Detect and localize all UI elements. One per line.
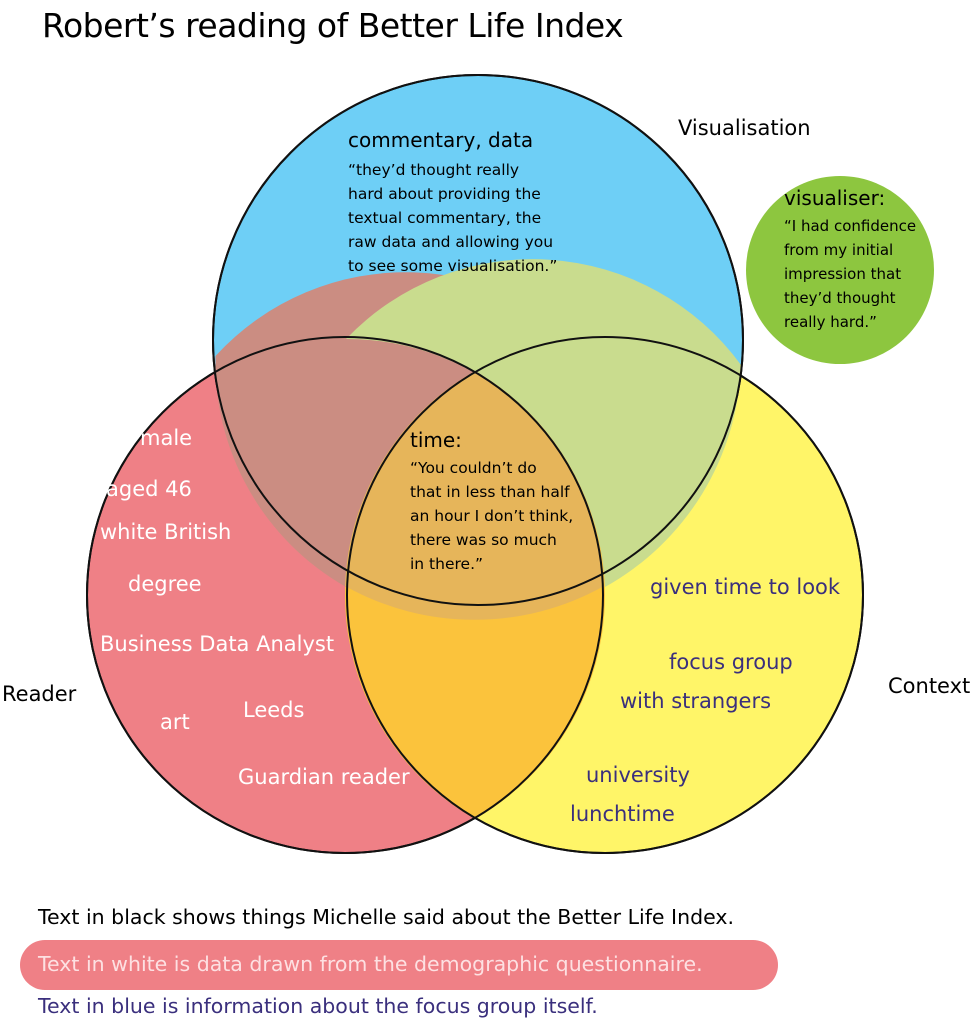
reader-item: Guardian reader (238, 765, 410, 789)
label-reader: Reader (2, 682, 77, 706)
context-item: given time to look (650, 575, 841, 599)
quote-line: hard about providing the (348, 185, 541, 203)
quote-line: impression that (784, 265, 902, 283)
label-context: Context (888, 674, 971, 698)
center-note-heading: time: (410, 428, 462, 452)
quote-line: that in less than half (410, 483, 570, 501)
legend-black: Text in black shows things Michelle said… (38, 905, 735, 929)
context-item: university (586, 763, 690, 787)
reader-item: art (160, 710, 190, 734)
context-item: with strangers (620, 689, 772, 713)
quote-line: “I had confidence (784, 217, 917, 235)
quote-line: “You couldn’t do (410, 459, 537, 477)
label-visualisation: Visualisation (678, 116, 811, 140)
visualisation-note-quote: “they’d thought really hard about provid… (348, 158, 557, 278)
center-note-quote: “You couldn’t do that in less than half … (410, 456, 573, 576)
legend-white: Text in white is data drawn from the dem… (38, 952, 703, 976)
visualiser-heading: visualiser: (784, 186, 886, 210)
quote-line: they’d thought (784, 289, 896, 307)
visualiser-quote: “I had confidence from my initial impres… (784, 214, 916, 334)
page-title: Robert’s reading of Better Life Index (42, 6, 624, 45)
reader-item: Leeds (243, 698, 305, 722)
quote-line: from my initial (784, 241, 894, 259)
overlap-visualisation-context (346, 259, 741, 587)
quote-line: to see some visualisation.” (348, 257, 558, 275)
reader-item: aged 46 (106, 477, 192, 501)
quote-line: “they’d thought really (348, 161, 520, 179)
quote-line: there was so much (410, 531, 557, 549)
legend-blue: Text in blue is information about the fo… (38, 994, 598, 1018)
reader-item: male (140, 426, 193, 450)
quote-line: raw data and allowing you (348, 233, 554, 251)
overlap-center (345, 371, 604, 620)
legend-white-highlight (20, 940, 778, 990)
context-item: focus group (669, 650, 793, 674)
reader-item: Business Data Analyst (100, 632, 335, 656)
quote-line: an hour I don’t think, (410, 507, 574, 525)
context-item: lunchtime (570, 802, 675, 826)
reader-item: white British (100, 520, 232, 544)
visualiser-bubble (746, 176, 934, 364)
visualisation-note-heading: commentary, data (348, 128, 534, 152)
quote-line: really hard.” (784, 313, 877, 331)
quote-line: textual commentary, the (348, 209, 542, 227)
reader-item: degree (128, 572, 202, 596)
quote-line: in there.” (410, 555, 484, 573)
